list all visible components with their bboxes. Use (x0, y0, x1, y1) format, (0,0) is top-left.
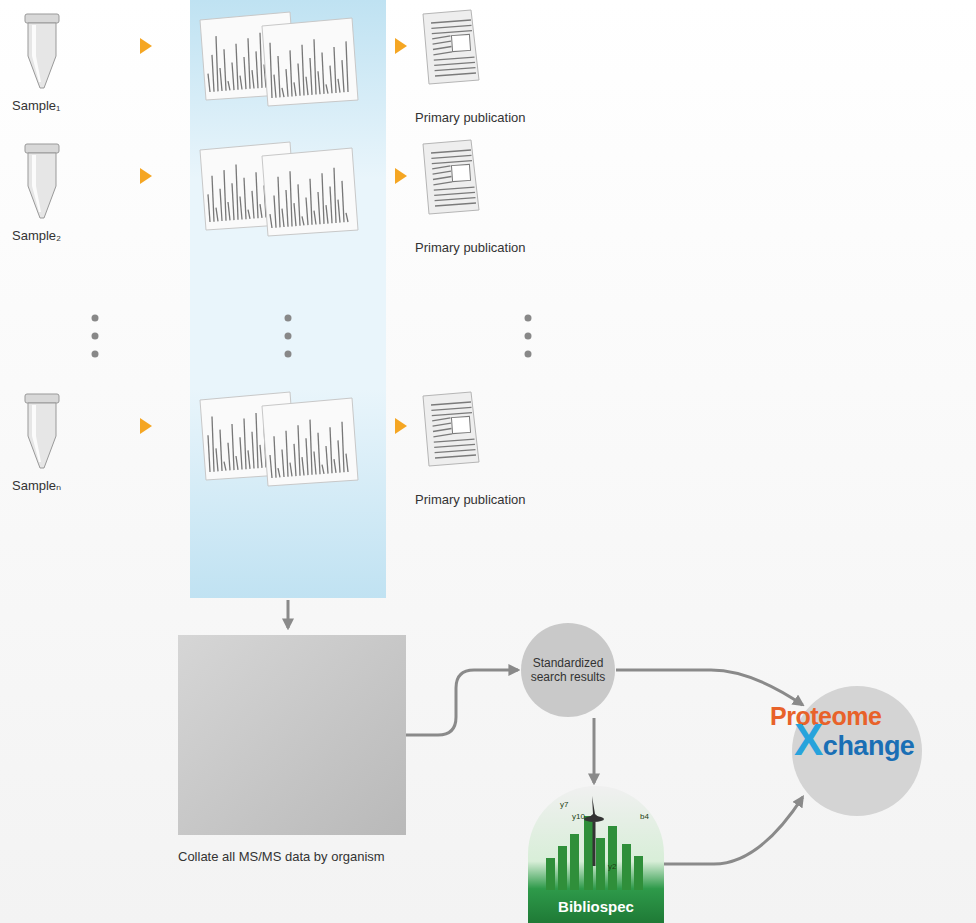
collate-box: Collate all MS/MS data by organism (178, 635, 406, 865)
sample-tube: Sampleₙ (12, 392, 92, 494)
sample-tube: Sample₁ (12, 12, 92, 114)
spectra-band (190, 0, 386, 598)
paper-icon (415, 138, 485, 218)
publication-label: Primary publication (415, 492, 545, 508)
results-circle: Standardized search results (520, 622, 616, 718)
connector (406, 670, 518, 735)
proteomexchange-logo: ProteomeXchange (770, 682, 970, 822)
collate-label: Collate all MS/MS data by organism (178, 849, 406, 865)
down-arrow (287, 600, 290, 628)
publication: Primary publication (415, 8, 545, 126)
peak-label: y2 (608, 862, 616, 871)
ellipsis-dots (92, 315, 532, 358)
logo-text: Bibliospec (528, 898, 664, 916)
sample-tube: Sample₂ (12, 142, 92, 244)
connector (593, 718, 596, 783)
publication-label: Primary publication (415, 110, 545, 126)
paper-icon (415, 8, 485, 88)
logo-text: Xchange (794, 718, 914, 762)
bibliospec-logo: Bibliospec (528, 786, 664, 923)
sample-label: Sampleₙ (12, 478, 92, 494)
sample-label: Sample₂ (12, 228, 92, 244)
connector (616, 670, 803, 705)
tube-icon (12, 392, 72, 472)
peak-label: b4 (640, 812, 649, 821)
publication: Primary publication (415, 390, 545, 508)
sample-label: Sample₁ (12, 98, 92, 114)
peak-label: y7 (560, 800, 568, 809)
publication-label: Primary publication (415, 240, 545, 256)
tube-icon (12, 142, 72, 222)
peak-label: y10 (572, 812, 585, 821)
tube-icon (12, 12, 72, 92)
paper-icon (415, 390, 485, 470)
logo-text: Proteome (770, 704, 881, 729)
connector (664, 797, 803, 864)
publication: Primary publication (415, 138, 545, 256)
collate-panel (178, 635, 406, 835)
circle-label: Standardized search results (528, 656, 608, 685)
